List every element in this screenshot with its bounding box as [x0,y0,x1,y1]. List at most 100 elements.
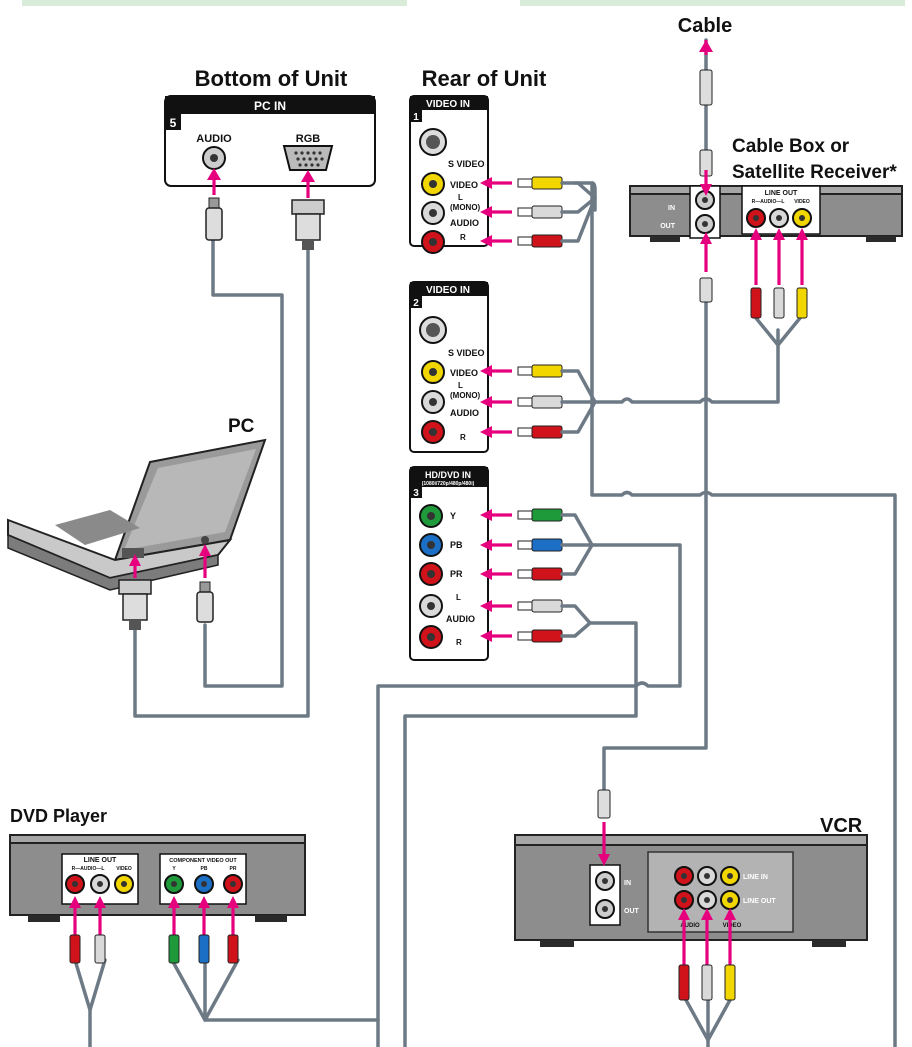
dvd-player-title: DVD Player [10,806,107,826]
pc-rgb-plug [291,199,325,250]
video-in-2-l-label: L [458,381,463,390]
cable-arrow-head [699,40,713,52]
hd-y-jack[interactable] [419,504,443,528]
cable-box-line-out-label: LINE OUT [765,190,798,197]
vcr-line-in-r-jack[interactable] [674,866,694,886]
video-in-1-l-label: L [458,193,463,202]
cable-box-r-audio-l-label: R—AUDIO—L [752,199,785,205]
vcr-line-out-l-jack[interactable] [697,890,717,910]
pc-rgb-arrow-head [301,170,315,182]
video-in-2-panel: VIDEO IN 2 S VIDEO VIDEO L (MONO) AUDIO … [409,281,489,453]
video-in-1-r-label: R [460,233,466,242]
video-in-1-panel: VIDEO IN 1 S VIDEO VIDEO L (MONO) AUDIO … [409,95,489,254]
pc-title: PC [228,416,255,437]
dvd-line-out-label: LINE OUT [84,857,117,864]
dvd-y-jack[interactable] [164,874,184,894]
dvd-pr-label: PR [230,866,237,872]
top-strip-right [520,0,905,6]
video-in-2-mono-label: (MONO) [450,391,481,400]
dvd-r-audio-l-label: R—AUDIO—L [72,866,105,872]
pc-in-number: 5 [170,116,177,130]
dvd-video-label: VIDEO [116,866,132,872]
vcr-line-in-l-jack[interactable] [697,866,717,886]
video-in-1-video-label: VIDEO [450,180,478,190]
video-in-1-header: VIDEO IN [426,99,470,110]
pc-audio-label: AUDIO [196,133,232,145]
video-in-1-video-jack[interactable] [421,172,445,196]
hd-pb-label: PB [450,540,463,550]
rear-input-plugs [480,176,597,643]
vcr-title: VCR [820,815,863,837]
video-in-2-audio-l-jack[interactable] [421,390,445,414]
cable-box-audio-r-jack[interactable] [746,208,766,228]
pc-audio-plug [205,197,223,241]
vcr-video-label: VIDEO [723,923,742,929]
video-in-2-number: 2 [413,298,419,309]
cable-box-in-jack[interactable] [695,190,715,210]
cable-box-title: Cable Box or [732,136,850,157]
hd-audio-label: AUDIO [446,614,475,624]
vcr-in-jack[interactable] [595,871,615,891]
vcr-line-in-video-jack[interactable] [720,866,740,886]
dvd-connections [69,896,239,964]
vcr-out-label: OUT [624,908,640,915]
pc-in-header: PC IN [254,99,286,113]
hd-pr-jack[interactable] [419,562,443,586]
bottom-of-unit-title: Bottom of Unit [195,66,348,91]
top-strip-left [22,0,407,6]
hd-pr-label: PR [450,569,463,579]
video-in-2-audio-r-jack[interactable] [421,420,445,444]
video-in-1-mono-label: (MONO) [450,203,481,212]
video-in-1-svideo-jack[interactable] [419,128,447,156]
rear-of-unit-title: Rear of Unit [422,66,547,91]
pc-in-panel: PC IN 5 AUDIO RGB [164,95,376,187]
vcr-line-in-label: LINE IN [743,874,768,881]
vcr-line-out-label: LINE OUT [743,898,776,905]
cable-label: Cable [678,15,732,37]
hd-audio-l-jack[interactable] [419,594,443,618]
video-in-1-number: 1 [413,112,419,123]
hd-audio-r-jack[interactable] [419,625,443,649]
hd-dvd-in-subheader: (1080i/720p/480p/480i) [422,481,475,487]
cable-box-in-label: IN [668,205,675,212]
dvd-y-label: Y [172,866,176,872]
cable-box-connections [699,69,808,319]
dvd-video-jack[interactable] [114,874,134,894]
video-in-1-audio-l-jack[interactable] [421,201,445,225]
dvd-audio-r-jack[interactable] [65,874,85,894]
hd-dvd-in-panel: HD/DVD IN (1080i/720p/480p/480i) 3 Y PB … [409,466,489,661]
video-in-1-svideo-label: S VIDEO [448,159,485,169]
video-in-1-audio-r-jack[interactable] [421,230,445,254]
vcr-connections [597,789,736,1001]
hd-dvd-in-number: 3 [413,488,419,499]
cable-box-out-label: OUT [660,223,676,230]
vcr-audio-label: AUDIO [680,923,700,929]
cable-box-out-jack[interactable] [695,214,715,234]
dvd-audio-l-jack[interactable] [90,874,110,894]
video-in-1-audio-label: AUDIO [450,218,479,228]
vcr: IN OUT LINE IN LINE OUT AUDIO VIDEO [514,834,868,947]
vcr-line-out-video-jack[interactable] [720,890,740,910]
video-in-2-svideo-label: S VIDEO [448,348,485,358]
vcr-out-jack[interactable] [595,899,615,919]
video-in-2-video-jack[interactable] [421,360,445,384]
cable-box-video-jack[interactable] [792,208,812,228]
hd-y-label: Y [450,511,456,521]
pc-rgb-port[interactable] [282,145,334,171]
pc-connections [118,544,214,630]
video-in-2-header: VIDEO IN [426,285,470,296]
video-in-2-svideo-jack[interactable] [419,316,447,344]
dvd-pr-jack[interactable] [223,874,243,894]
hd-pb-jack[interactable] [419,533,443,557]
cable-box-video-label: VIDEO [794,199,810,205]
dvd-pb-label: PB [201,866,208,872]
laptop-pc [7,438,267,591]
pc-audio-arrow-head [207,168,221,180]
satellite-receiver-title: Satellite Receiver* [732,162,897,183]
dvd-pb-jack[interactable] [194,874,214,894]
pc-audio-jack[interactable] [202,146,226,170]
cable-box-audio-l-jack[interactable] [769,208,789,228]
vcr-line-out-r-jack[interactable] [674,890,694,910]
hd-r-label: R [456,638,462,647]
